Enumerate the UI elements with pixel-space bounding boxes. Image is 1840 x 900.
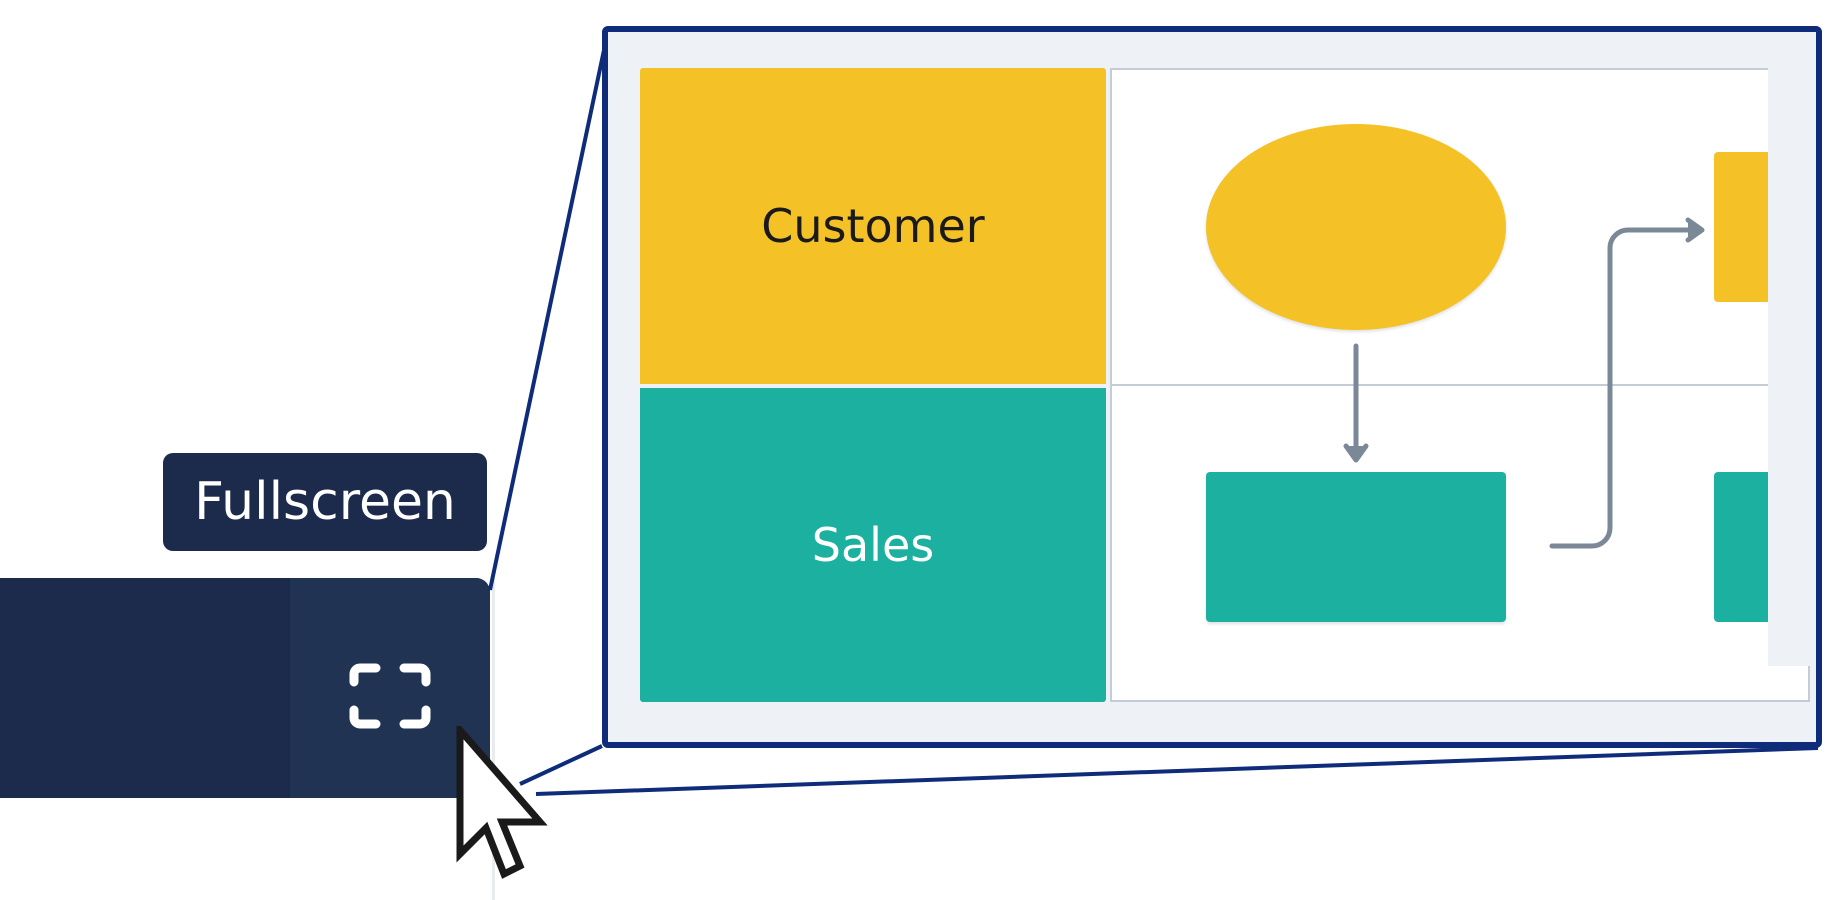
arrowhead-down	[1343, 443, 1369, 463]
arrowhead-right	[1685, 217, 1705, 243]
fullscreen-icon	[349, 663, 431, 729]
swimlane-diagram: Customer Sales	[640, 68, 1816, 702]
fullscreen-tooltip: Fullscreen	[163, 453, 487, 551]
callout-line-bottom	[535, 746, 1819, 796]
lane-customer-label: Customer	[761, 199, 985, 253]
connector-elbow	[1549, 227, 1699, 549]
zoom-preview: Customer Sales	[602, 26, 1822, 748]
tooltip-label: Fullscreen	[194, 472, 456, 532]
mouse-pointer-icon	[456, 726, 548, 879]
preview-edge	[1768, 32, 1816, 666]
callout-line-middle	[519, 744, 603, 786]
callout-line-top	[488, 49, 606, 591]
start-ellipse-shape	[1206, 124, 1506, 330]
divider-line	[492, 578, 495, 900]
lane-sales-label: Sales	[811, 518, 935, 572]
lane-sales-header: Sales	[640, 388, 1106, 702]
sales-process-shape	[1206, 472, 1506, 622]
lane-customer-header: Customer	[640, 68, 1106, 384]
connectors	[1343, 217, 1705, 549]
